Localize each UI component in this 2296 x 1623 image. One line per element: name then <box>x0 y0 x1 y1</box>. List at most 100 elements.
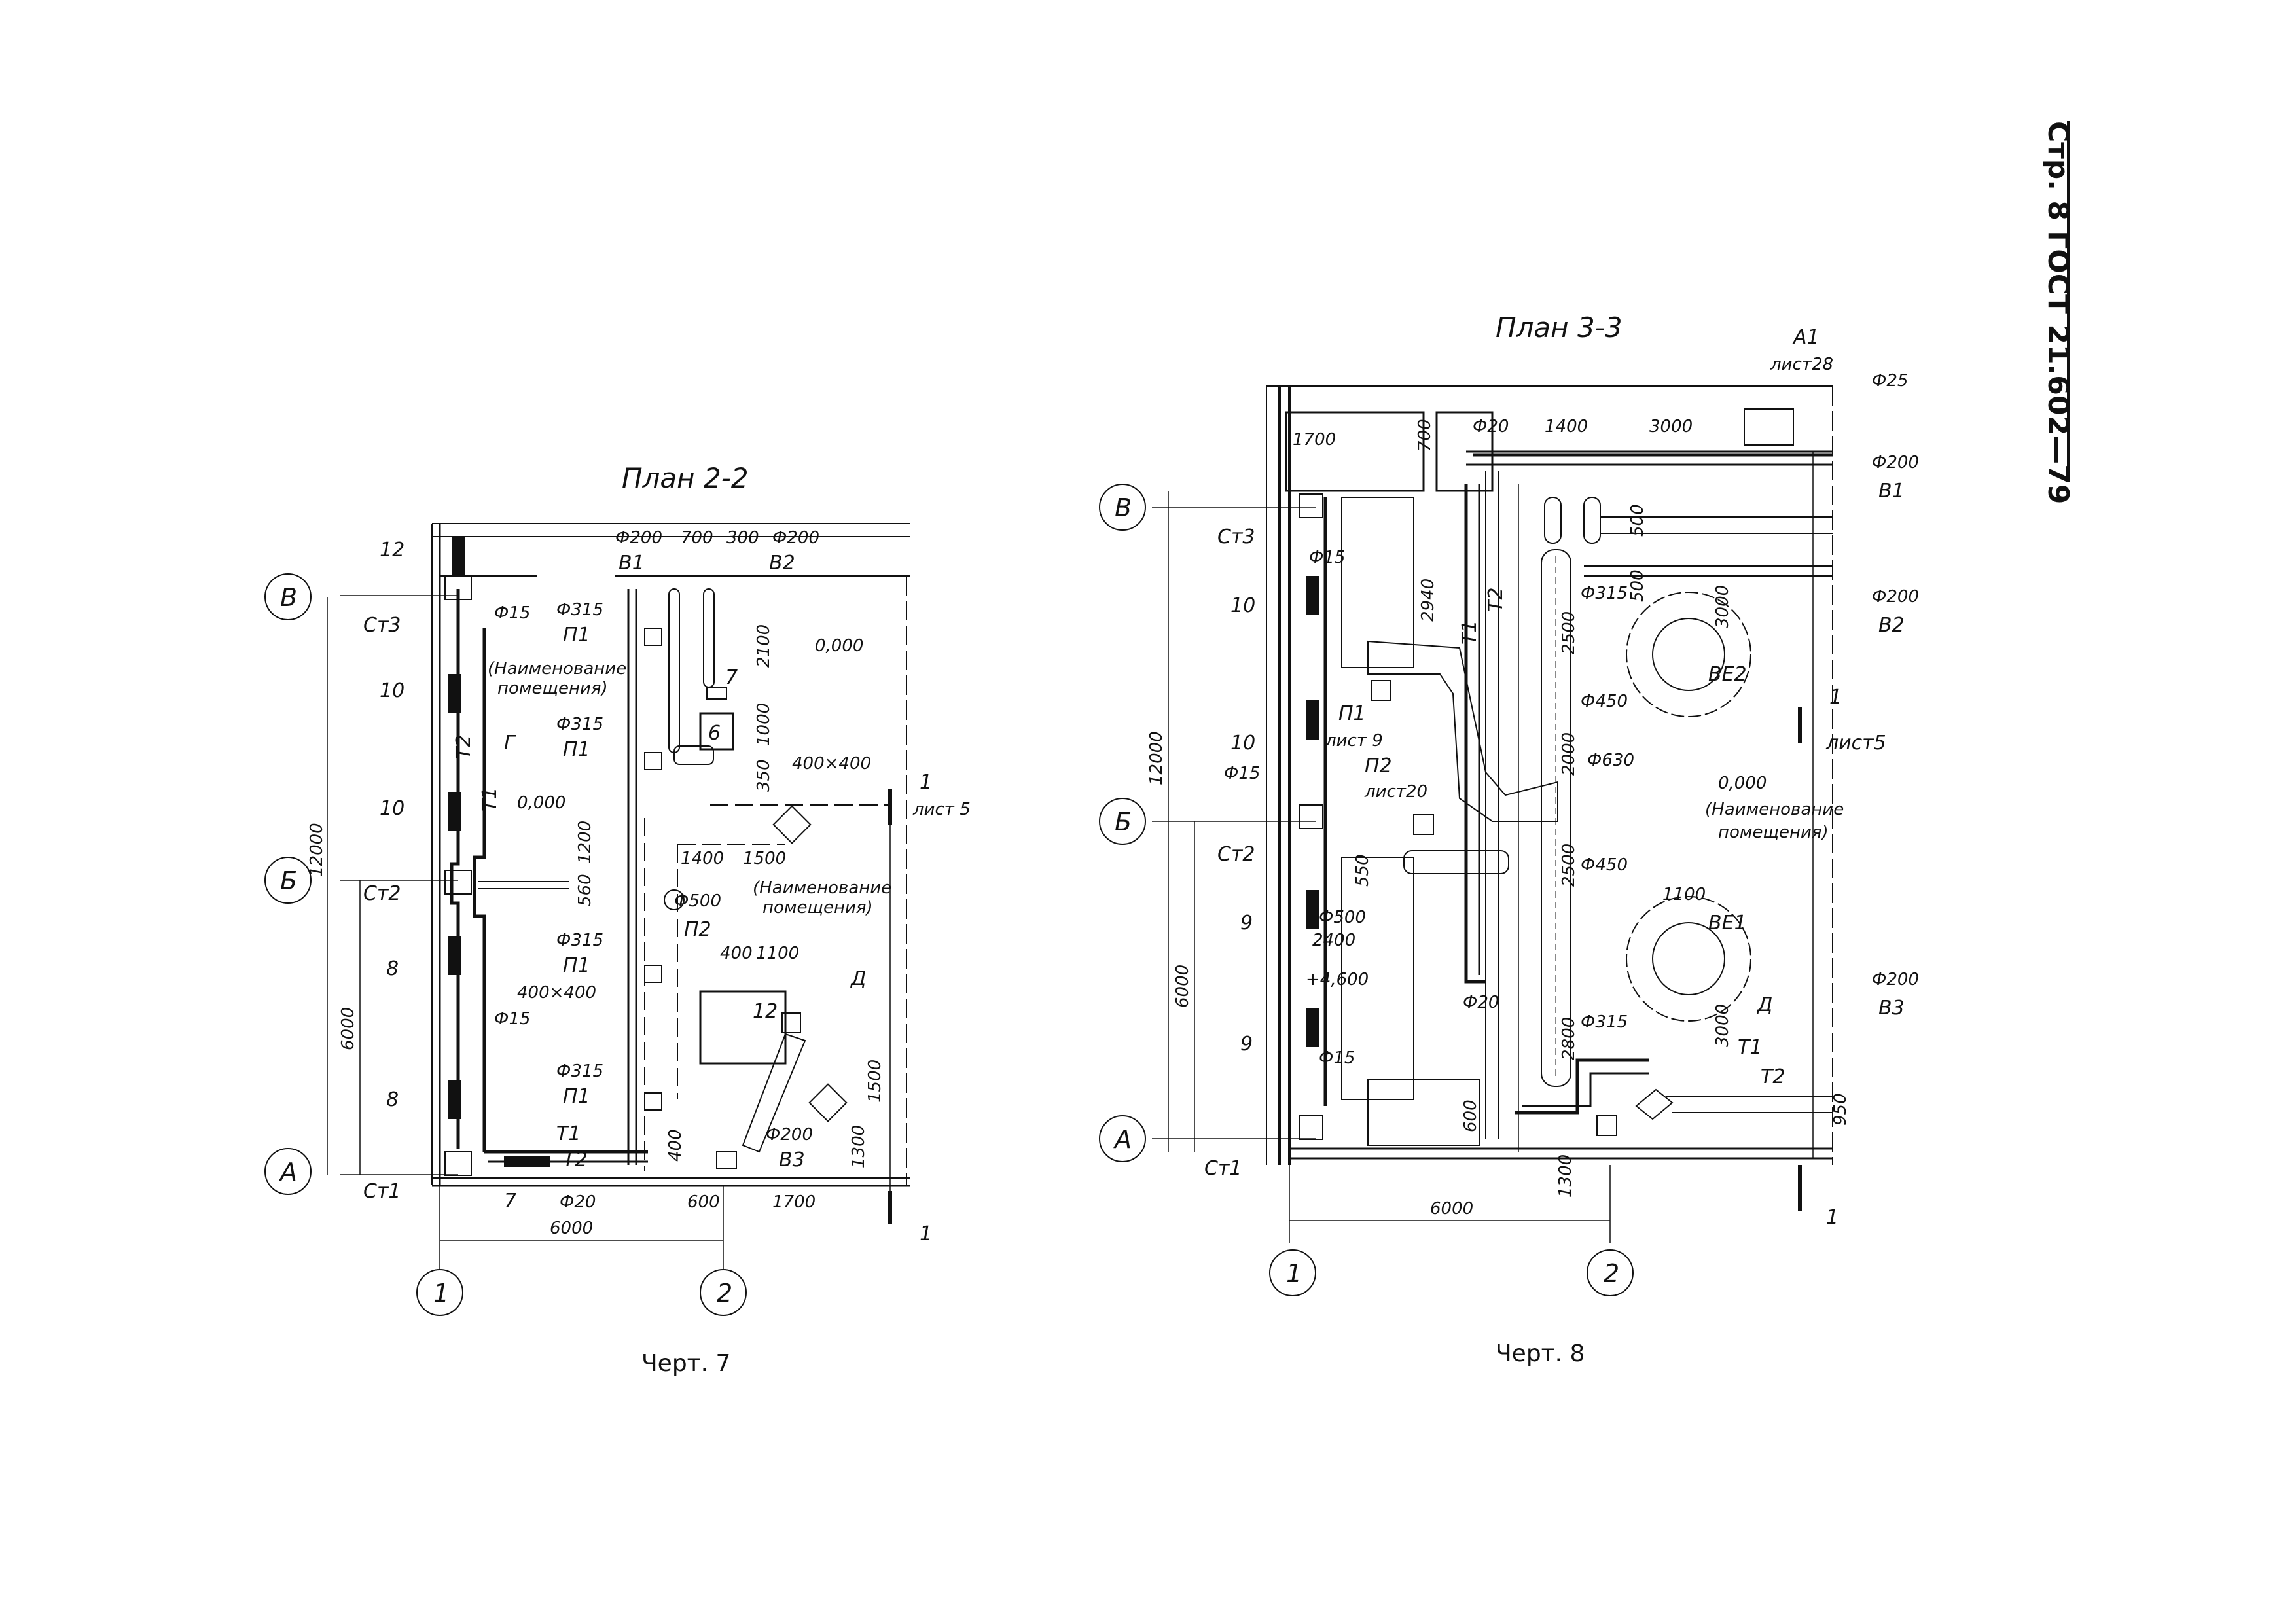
dimension-text: 1100 <box>1662 885 1706 904</box>
dimension-text: 300 <box>726 528 759 548</box>
dimension-text: 550 <box>1353 854 1372 887</box>
dimension-text: 12000 <box>307 823 327 877</box>
dimension-text: 600 <box>687 1192 720 1212</box>
plan-label: Ф200 <box>1872 453 1919 473</box>
plan-label: Ст3 <box>363 614 401 637</box>
plan-label: помещения) <box>497 679 608 698</box>
axis-bubble-v <box>1099 484 1146 531</box>
axis-bubble-1 <box>1269 1249 1316 1296</box>
plan-label: 8 <box>386 957 399 980</box>
plan-label: Ф450 <box>1581 692 1628 711</box>
figure-title: План 3-3 <box>1496 312 1623 344</box>
ducts <box>1367 408 1833 1120</box>
dimension-text: 350 <box>754 759 774 792</box>
plan-label: Ф200 <box>615 528 662 548</box>
plan-label: Т1 <box>478 787 501 812</box>
plan-label: 10 <box>1230 732 1255 755</box>
plan-label: Ф500 <box>1319 908 1366 927</box>
plan-label: 9 <box>1240 1033 1253 1056</box>
figure-title: План 2-2 <box>622 462 749 494</box>
dimension-text: 2100 <box>754 624 774 668</box>
axis-bubble-a <box>1099 1115 1146 1162</box>
plan-label: В2 <box>1878 614 1905 637</box>
grid-axes: В Б А 1 2 <box>1099 484 1802 1296</box>
plan-label: лист 5 <box>912 800 971 819</box>
plan-label: В2 <box>769 552 795 575</box>
plan-label: 8 <box>386 1088 399 1111</box>
plan-label: 1 <box>1826 1206 1839 1229</box>
dimension-text: 1300 <box>849 1125 869 1168</box>
axis-bubble-2 <box>700 1269 747 1316</box>
plan-labels: 12000 6000 6000 700 300 2100 1000 350 12… <box>307 528 971 1245</box>
plan-label: 6 <box>708 722 721 745</box>
building-walls <box>1266 385 1833 1165</box>
axis-label: 1 <box>1286 1259 1302 1288</box>
plan-label: Ф450 <box>1581 855 1628 875</box>
dimension-text: 6000 <box>1173 965 1193 1008</box>
plan-label: Ф15 <box>1319 1048 1355 1068</box>
plan-label: 7 <box>504 1190 516 1213</box>
ducts <box>644 588 848 1169</box>
plan-label: П1 <box>1338 702 1366 725</box>
plan-label: лист20 <box>1364 782 1427 802</box>
plan-label: 7 <box>725 666 738 689</box>
dimension-text: 700 <box>1415 419 1435 452</box>
axis-label: В <box>280 583 297 612</box>
dimension-text: 500 <box>1628 504 1647 537</box>
plan-label: 12 <box>753 1000 778 1023</box>
figure-caption: Черт. 8 <box>1496 1340 1585 1367</box>
plan-label: В1 <box>1878 480 1905 503</box>
axis-label: 2 <box>1604 1259 1619 1288</box>
plan-label: Ф200 <box>1872 587 1919 607</box>
plan-label: П1 <box>563 1085 590 1108</box>
axis-bubble-b <box>1099 798 1146 845</box>
plan-label: Т1 <box>1738 1036 1762 1059</box>
dimension-text: 3000 <box>1649 417 1693 437</box>
plan-label: П2 <box>1365 755 1392 777</box>
axis-bubble-v <box>264 573 312 620</box>
plan-label: Т2 <box>1484 588 1507 612</box>
heating-risers <box>1299 453 1833 1140</box>
axis-bubble-2 <box>1587 1249 1634 1296</box>
plan-label: 12 <box>380 539 404 562</box>
plan-label: Ст2 <box>363 882 401 905</box>
axis-label: А <box>1113 1125 1132 1154</box>
dimension-text: 6000 <box>550 1219 593 1238</box>
axis-label: 1 <box>433 1279 449 1308</box>
dimension-text: 2400 <box>1312 931 1355 950</box>
plan-label: лист 9 <box>1325 731 1383 751</box>
dimension-text: 6000 <box>1430 1199 1473 1219</box>
plan-label: Ф20 <box>1473 417 1509 437</box>
plan-label: Ф315 <box>1581 1012 1628 1032</box>
plan-label: лист28 <box>1770 355 1833 374</box>
dimension-text: 400 <box>720 944 753 963</box>
plan-2-2: План 2-2 <box>264 462 971 1377</box>
plan-label: Т2 <box>1761 1065 1785 1088</box>
plan-label: 10 <box>1230 594 1255 617</box>
plan-label: 1 <box>920 1222 932 1245</box>
plan-label: 10 <box>380 679 404 702</box>
plan-label: Ф15 <box>1224 764 1260 783</box>
dimension-text: 1400 <box>681 849 724 868</box>
plan-label: 9 <box>1240 912 1253 935</box>
dimension-text: 2500 <box>1559 611 1579 654</box>
plan-label: Ф25 <box>1872 371 1908 391</box>
axis-bubble-a <box>264 1148 312 1195</box>
heating-risers <box>444 537 648 1176</box>
grid-axes: В Б А 1 2 <box>264 573 892 1316</box>
plan-label: Ф315 <box>1581 584 1628 603</box>
plan-label: 400×400 <box>792 754 871 774</box>
plan-label: лист5 <box>1825 732 1886 755</box>
axis-bubble-1 <box>416 1269 463 1316</box>
plan-label: Ф315 <box>556 931 603 950</box>
plan-label: 1 <box>920 771 932 794</box>
plan-label: П2 <box>684 918 711 941</box>
plan-label: ВЕ2 <box>1708 663 1747 686</box>
plan-label: Г <box>504 732 516 755</box>
plan-label: Т1 <box>1458 620 1481 645</box>
plan-label: помещения) <box>1718 823 1829 842</box>
page-header: Стр. 8 ГОСТ 21.602—79 <box>2041 121 2075 504</box>
axis-label: В <box>1115 493 1132 522</box>
dimension-text: 1400 <box>1545 417 1588 437</box>
plan-labels: 1700 700 1400 3000 12000 6000 6000 2940 … <box>1147 326 1919 1229</box>
